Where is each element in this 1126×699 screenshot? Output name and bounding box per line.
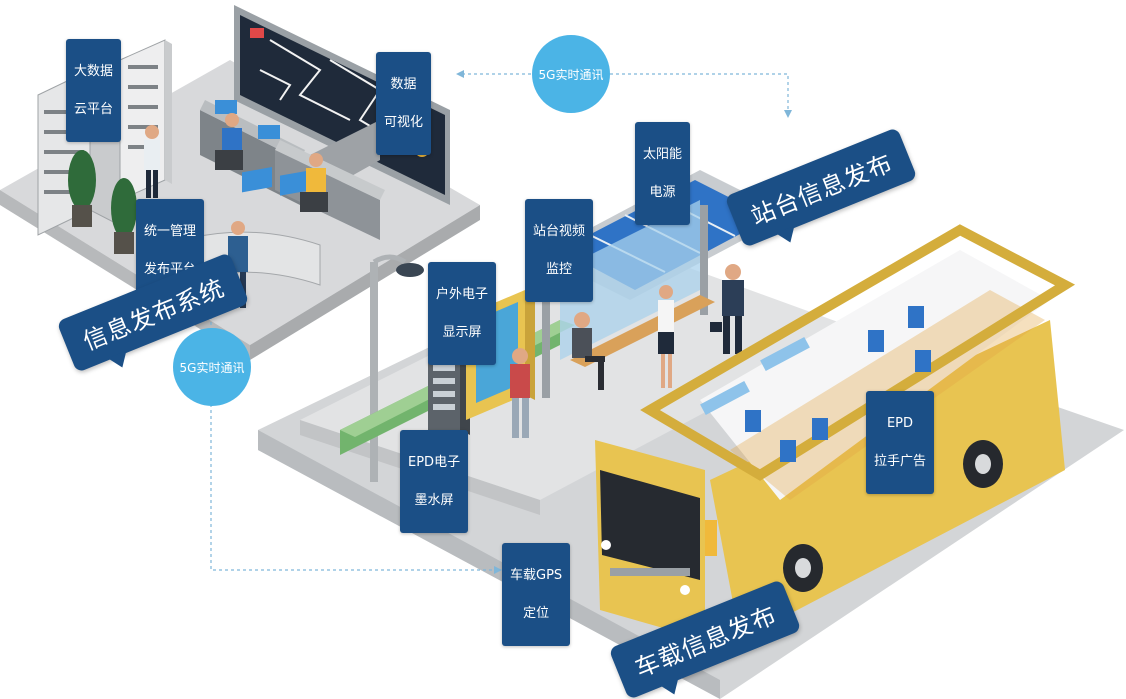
potted-plant (68, 150, 96, 227)
label-epd-handle-ad: EPD 拉手广告 (866, 391, 935, 494)
person-operator-seated (215, 113, 243, 170)
person-businessman-walking (710, 264, 744, 354)
bus-illustration (595, 224, 1076, 640)
person-seated-waiting (572, 312, 605, 390)
street-lamp (370, 254, 424, 482)
person-standing-woman (658, 285, 674, 388)
control-room-floor-side (250, 205, 480, 360)
label-solar-power: 太阳能 电源 (635, 122, 691, 225)
bubble-5g-left: 5G实时通讯 (173, 328, 251, 406)
label-station-video: 站台视频 监控 (525, 199, 594, 302)
label-epd-ink-screen: EPD电子 墨水屏 (400, 430, 469, 533)
label-data-visualization: 数据 可视化 (376, 52, 432, 155)
bubble-5g-top: 5G实时通讯 (532, 35, 610, 113)
person-operator-seated (300, 153, 328, 212)
label-vehicle-gps: 车载GPS 定位 (502, 543, 571, 646)
label-outdoor-display: 户外电子 显示屏 (428, 262, 497, 365)
label-big-data-cloud: 大数据 云平台 (66, 39, 122, 142)
potted-plant (111, 178, 137, 254)
road-ground-edge (258, 430, 720, 699)
person-backpack-girl (510, 348, 530, 438)
arrowheads (456, 70, 792, 574)
person-standing-engineer (144, 125, 160, 198)
